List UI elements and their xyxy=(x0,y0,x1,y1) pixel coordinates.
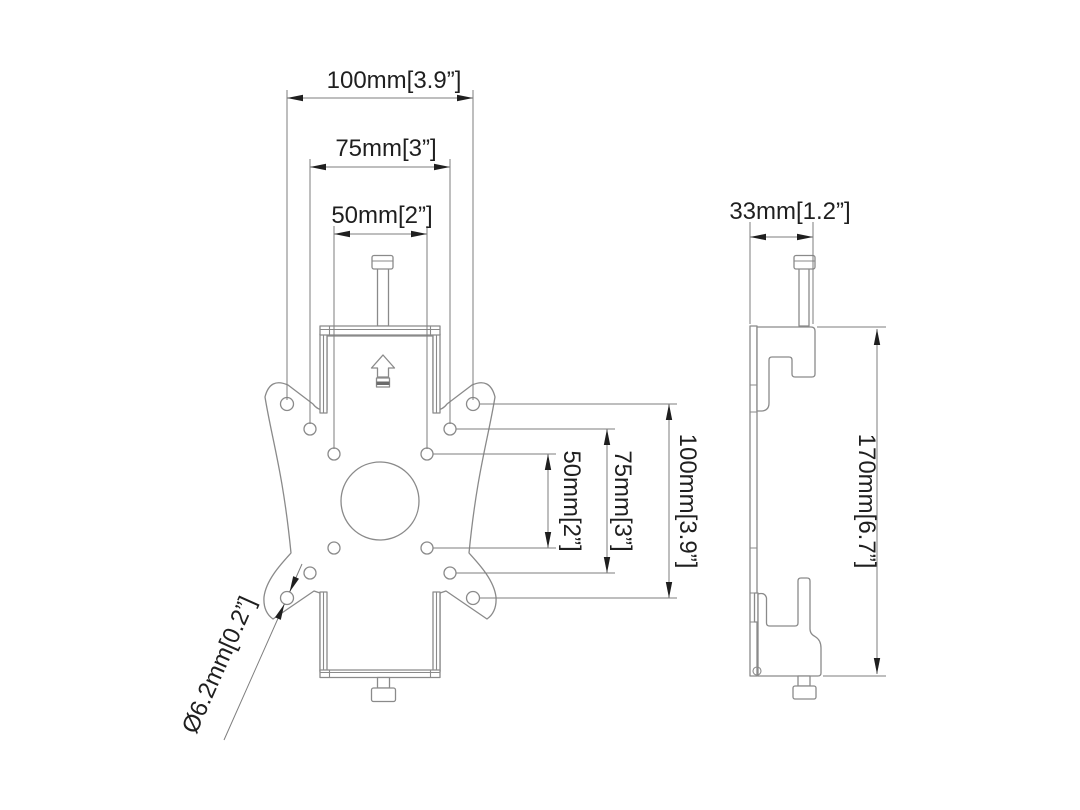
up-arrow-marking xyxy=(370,354,396,388)
side-thumbscrew-head xyxy=(792,685,817,700)
dim-side-170: 170mm[6.7”] xyxy=(817,326,886,677)
dim-arrow-down xyxy=(873,658,881,674)
dim-arrow-left xyxy=(310,163,326,171)
callout-label: Ø6.2mm[0.2”] xyxy=(177,592,261,737)
bottom-bracket-detail-lines xyxy=(320,592,440,678)
dim-label: 33mm[1.2”] xyxy=(729,198,850,225)
dim-arrow-left xyxy=(750,233,766,241)
callout-arrow-lower xyxy=(275,604,285,620)
dim-right-75: 75mm[3”] xyxy=(456,428,636,574)
dim-lines xyxy=(817,326,886,677)
vesa-75-hole-br xyxy=(443,566,457,580)
front-view: 100mm[3.9”] 75mm[3”] 50mm[2”] 50mm[2”] 7… xyxy=(177,67,701,741)
center-hole xyxy=(340,461,420,541)
top-bracket-detail-lines xyxy=(320,326,440,413)
top-screw-head xyxy=(371,254,394,270)
bottom-bracket xyxy=(319,591,441,703)
callout-arrow-upper xyxy=(289,576,299,592)
dim-arrow-up xyxy=(544,454,552,470)
dim-label: 75mm[3”] xyxy=(335,135,436,162)
dim-label: 170mm[6.7”] xyxy=(853,434,880,569)
bottom-thumbscrew-head xyxy=(370,687,397,703)
arrow-nut-band xyxy=(376,381,390,385)
dim-arrow-down xyxy=(544,532,552,548)
dim-top-75: 75mm[3”] xyxy=(309,135,451,424)
dim-label: 75mm[3”] xyxy=(609,450,636,551)
top-bracket xyxy=(319,254,441,414)
vesa-50-hole-tl xyxy=(327,447,341,461)
up-arrow-icon xyxy=(370,354,396,378)
dim-lines xyxy=(286,90,474,400)
dim-label: 100mm[3.9”] xyxy=(327,67,462,94)
dim-arrow-right xyxy=(797,233,813,241)
dim-arrow-left xyxy=(287,94,303,102)
dim-side-33: 33mm[1.2”] xyxy=(729,198,851,324)
dim-right-50: 50mm[2”] xyxy=(433,450,585,552)
dim-arrow-left xyxy=(334,230,350,238)
side-screw-head xyxy=(793,254,816,270)
dim-arrow-right xyxy=(411,230,427,238)
vesa-75-hole-bl xyxy=(303,566,317,580)
dim-arrow-down xyxy=(665,582,673,598)
vesa-75-hole-tl xyxy=(303,422,317,436)
vesa-100-hole-br xyxy=(465,590,481,606)
dim-label: 50mm[2”] xyxy=(558,450,585,551)
side-plate-ticks xyxy=(750,384,757,623)
vesa-75-hole-tr xyxy=(443,422,457,436)
dim-arrow-up xyxy=(873,329,881,345)
side-bottom-clamp xyxy=(757,577,822,677)
dim-arrow-up xyxy=(665,404,673,420)
bottom-bracket-channel xyxy=(319,669,441,679)
top-bracket-channel xyxy=(319,325,441,336)
dim-top-50: 50mm[2”] xyxy=(331,202,433,449)
vesa-50-hole-bl xyxy=(327,541,341,555)
dim-lines xyxy=(456,428,615,574)
vesa-50-hole-br xyxy=(420,541,434,555)
dim-top-100: 100mm[3.9”] xyxy=(286,67,474,400)
side-screw-shaft xyxy=(798,267,810,327)
side-view: 33mm[1.2”] 170mm[6.7”] xyxy=(729,198,886,700)
dim-label: 100mm[3.9”] xyxy=(674,434,701,569)
dim-right-100: 100mm[3.9”] xyxy=(480,403,701,599)
side-thumbscrew-shaft xyxy=(797,675,811,687)
dim-label: 50mm[2”] xyxy=(331,202,432,229)
dim-arrow-down xyxy=(603,557,611,573)
dim-arrow-right xyxy=(457,94,473,102)
dim-arrow-up xyxy=(603,429,611,445)
dim-lines xyxy=(309,159,451,424)
side-profile-plate xyxy=(749,325,758,677)
dim-lines xyxy=(480,403,677,599)
bottom-thumbscrew-shaft xyxy=(376,676,391,689)
vesa-50-hole-tr xyxy=(420,447,434,461)
vesa-100-hole-bl xyxy=(279,590,295,606)
dim-arrow-right xyxy=(434,163,450,171)
top-screw-shaft xyxy=(376,267,390,327)
side-top-hook xyxy=(756,326,816,412)
side-plate-corner-detail xyxy=(752,666,762,676)
